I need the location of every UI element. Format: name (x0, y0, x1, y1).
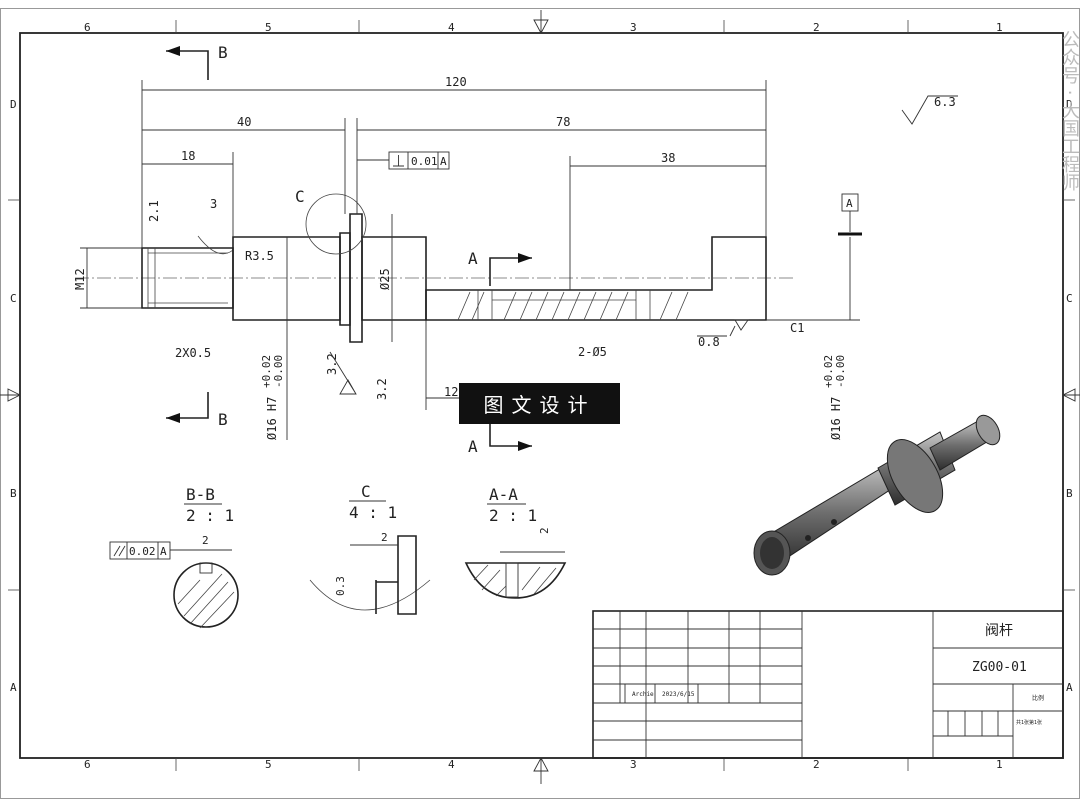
detail-c-circle (305, 193, 367, 255)
row-label: A (10, 681, 17, 694)
col-label: 2 (813, 21, 820, 34)
col-label: 4 (448, 21, 455, 34)
c-dim-h: 2 (381, 531, 388, 544)
par-datum: A (160, 545, 167, 558)
row-label: D (10, 98, 17, 111)
zone-ticks (8, 20, 1075, 771)
dimension-texts: 120 40 78 38 18 3 R3.5 2X0.5 2-Ø5 12 0.8… (73, 75, 956, 440)
datum-label: A (846, 197, 853, 210)
section-hatch (457, 291, 689, 321)
watermark: 公众号 · 大国工程师 (1059, 30, 1080, 192)
drawing-number: ZG00-01 (972, 660, 1027, 675)
dimension-lines (80, 80, 860, 440)
dim-thread: M12 (73, 268, 87, 290)
perp-datum: A (440, 155, 447, 168)
thread-lines (147, 248, 228, 308)
view-title: B-B (186, 485, 215, 504)
shaft-right-dim: Ø16 H7 (829, 397, 843, 440)
dim-groove: 3 (210, 197, 217, 211)
designer: Archie (632, 691, 654, 698)
row-label: C (1066, 292, 1073, 305)
sheet-cell: 共1张第1张 (1016, 719, 1042, 726)
view-title: C (361, 482, 371, 501)
row-label: A (1066, 681, 1073, 694)
col-label: 5 (265, 758, 272, 771)
dim-right: 78 (556, 115, 570, 129)
dim-radius: R3.5 (245, 249, 274, 263)
section-markers: B B A A C (166, 43, 532, 456)
tol-plus-right: +0.02 (822, 355, 835, 388)
col-label: 6 (84, 21, 91, 34)
roughness-a: 3.2 (325, 353, 339, 375)
title-block: 阀杆 ZG00-01 Archie 2023/6/15 比例 共1张第1张 (592, 610, 1064, 759)
roughness-b: 3.2 (375, 378, 389, 400)
bb-dim: 2 (202, 534, 209, 547)
col-label: 3 (630, 21, 637, 34)
part-name: 阀杆 (985, 623, 1013, 639)
shaft-left-dim: Ø16 H7 (265, 397, 279, 440)
marker-b-top: B (218, 43, 228, 62)
dim-holes: 2-Ø5 (578, 345, 607, 359)
dim-left: 40 (237, 115, 251, 129)
view-scale: 2 : 1 (489, 506, 537, 525)
col-label: 1 (996, 758, 1003, 771)
row-label: B (10, 487, 17, 500)
collar (349, 213, 363, 343)
date: 2023/6/15 (662, 691, 695, 698)
dim-shoulder: 18 (181, 149, 195, 163)
view-scale: 2 : 1 (186, 506, 234, 525)
roughness-symbols (329, 95, 958, 395)
tol-minus-left: -0.00 (272, 355, 285, 388)
tol-plus-left: +0.02 (260, 355, 273, 388)
dim-offset: 12 (444, 385, 458, 399)
marker-a-bottom: A (468, 437, 478, 456)
isometric-part-render (753, 414, 1001, 576)
aa-dim: 2 (538, 527, 551, 534)
col-label: 1 (996, 21, 1003, 34)
col-label: 3 (630, 758, 637, 771)
marker-a-top: A (468, 249, 478, 268)
scale-cell: 比例 (1032, 694, 1044, 702)
groove-arc (197, 235, 234, 255)
col-label: 2 (813, 758, 820, 771)
tol-minus-right: -0.00 (834, 355, 847, 388)
row-label: B (1066, 487, 1073, 500)
dim-thread-depth: 2.1 (147, 200, 161, 222)
view-scale: 4 : 1 (349, 503, 397, 522)
row-label: C (10, 292, 17, 305)
dim-diameter: Ø25 (378, 268, 392, 290)
c-dim-v: 0.3 (334, 576, 347, 596)
roughness-general: 6.3 (934, 95, 956, 109)
roughness-right: 0.8 (698, 335, 720, 349)
perpendicularity-frame: 0.01 A (357, 151, 450, 170)
view-a-a: A-A 2 : 1 2 (464, 485, 567, 599)
dim-total: 120 (445, 75, 467, 89)
collar-inner (339, 232, 351, 326)
neck-section (361, 236, 427, 321)
shaft-main-view (75, 193, 795, 343)
perp-value: 0.01 (411, 155, 438, 168)
dim-slot: 38 (661, 151, 675, 165)
view-b-b: B-B 2 : 1 0.02 A 2 (109, 485, 239, 629)
frame-center-marks (0, 10, 1080, 784)
view-title: A-A (489, 485, 518, 504)
col-label: 6 (84, 758, 91, 771)
datum-a-marker: A (838, 193, 862, 236)
marker-detail-c: C (295, 187, 305, 206)
chamfer-right: C1 (790, 321, 804, 335)
col-label: 4 (448, 758, 455, 771)
zone-labels: 6 5 4 3 2 1 6 5 4 3 2 1 D C B A D C B A (10, 21, 1073, 771)
view-c: C 4 : 1 2 0.3 (309, 482, 431, 615)
row-label: D (1066, 98, 1073, 111)
marker-b-bottom: B (218, 410, 228, 429)
col-label: 5 (265, 21, 272, 34)
par-value: 0.02 (129, 545, 156, 558)
banner-caption: 图文设计 (459, 383, 620, 424)
dim-chamfer-left: 2X0.5 (175, 346, 211, 360)
